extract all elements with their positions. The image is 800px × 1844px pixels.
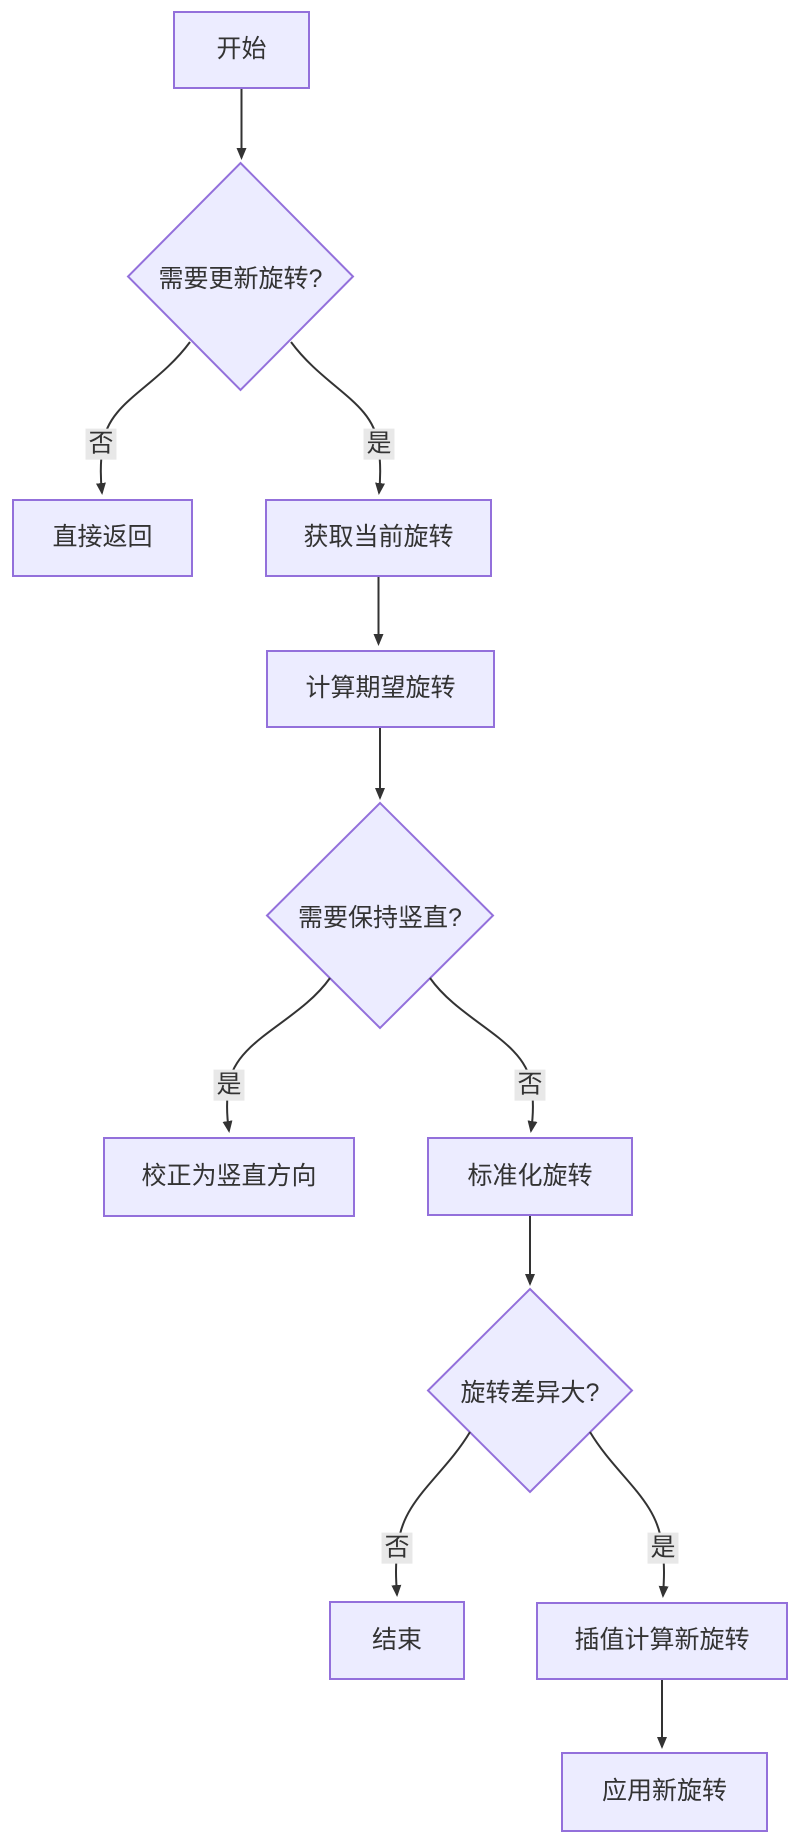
node-interpolate-new-rotation-label: 插值计算新旋转 bbox=[574, 1626, 750, 1655]
node-direct-return: 直接返回 bbox=[12, 499, 193, 577]
node-end: 结束 bbox=[329, 1601, 465, 1680]
node-interpolate-new-rotation: 插值计算新旋转 bbox=[536, 1602, 788, 1680]
node-normalize-rotation: 标准化旋转 bbox=[427, 1137, 633, 1216]
node-apply-new-rotation: 应用新旋转 bbox=[561, 1752, 768, 1832]
node-end-label: 结束 bbox=[371, 1625, 422, 1654]
edge-rotation-diff-no-to-end bbox=[391, 1431, 471, 1597]
node-direct-return-label: 直接返回 bbox=[52, 523, 153, 552]
node-start-label: 开始 bbox=[216, 35, 267, 64]
edge-label-rotation-diff-yes: 是 bbox=[647, 1532, 679, 1564]
edge-label-keep-vertical-no: 否 bbox=[514, 1069, 546, 1101]
node-normalize-rotation-label: 标准化旋转 bbox=[467, 1161, 593, 1190]
decision-rotation-diff-large-shape bbox=[426, 1287, 634, 1494]
node-correct-vertical-label: 校正为竖直方向 bbox=[141, 1162, 317, 1191]
node-get-current-rotation-label: 获取当前旋转 bbox=[303, 523, 454, 552]
node-start: 开始 bbox=[173, 11, 310, 89]
edge-keep-vertical-no-to-normalize bbox=[429, 977, 538, 1133]
edge-rotation-diff-yes-to-interpolate bbox=[589, 1431, 669, 1598]
decision-need-update-rotation-shape bbox=[126, 161, 355, 392]
edge-label-need-update-yes: 是 bbox=[363, 428, 395, 460]
node-apply-new-rotation-label: 应用新旋转 bbox=[601, 1777, 727, 1806]
edge-need-update-no-to-direct-return bbox=[95, 341, 191, 495]
edge-need-update-yes-to-get-rotation bbox=[290, 341, 386, 495]
edge-label-rotation-diff-no: 否 bbox=[381, 1532, 413, 1564]
node-calc-expected-rotation-label: 计算期望旋转 bbox=[305, 674, 456, 703]
edge-label-need-update-no: 否 bbox=[85, 428, 117, 460]
edge-keep-vertical-yes-to-correct bbox=[222, 977, 331, 1133]
decision-keep-vertical-shape bbox=[265, 801, 495, 1030]
edge-label-keep-vertical-yes: 是 bbox=[213, 1069, 245, 1101]
node-correct-vertical: 校正为竖直方向 bbox=[103, 1137, 355, 1217]
node-get-current-rotation: 获取当前旋转 bbox=[265, 499, 492, 577]
node-calc-expected-rotation: 计算期望旋转 bbox=[266, 650, 495, 728]
